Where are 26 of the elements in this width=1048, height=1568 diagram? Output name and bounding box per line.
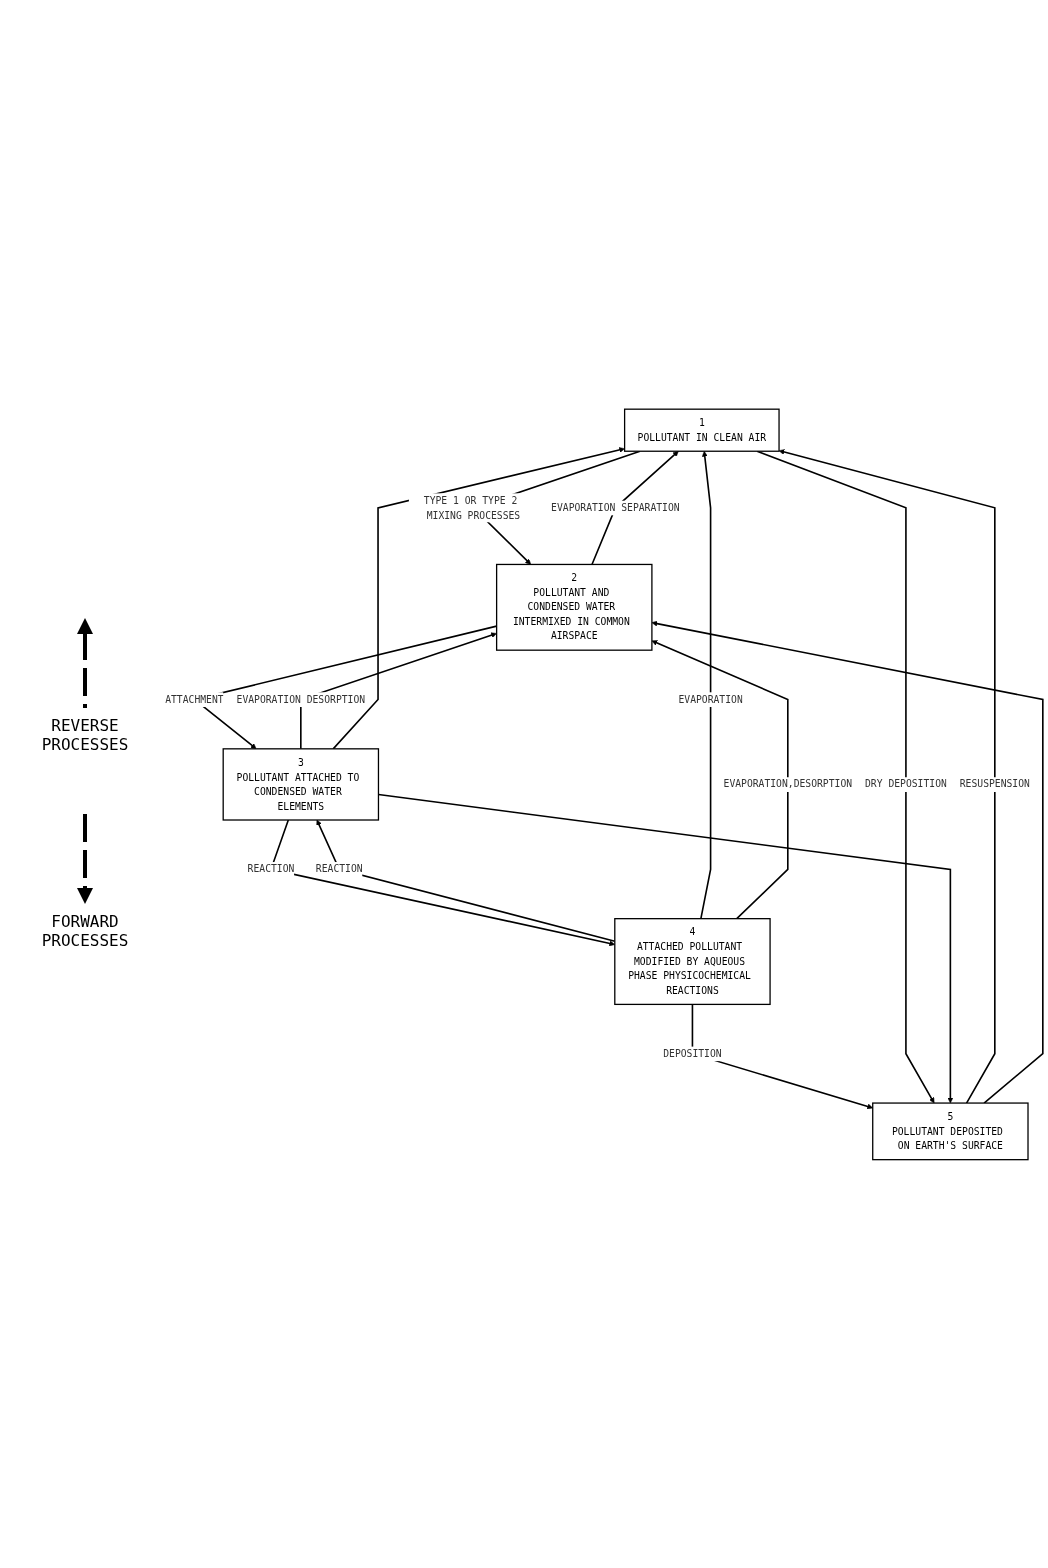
edge-label: DEPOSITION	[663, 1047, 722, 1059]
arrow	[700, 450, 712, 920]
node-box: 1 POLLUTANT IN CLEAN AIR	[623, 408, 780, 452]
arrow	[591, 450, 679, 565]
edge-label: EVAPORATION,DESORPTION	[723, 778, 853, 790]
edge-label: EVAPORATION SEPARATION	[551, 501, 680, 514]
edge-label: RESUSPENSION	[959, 778, 1030, 790]
node-box: 5 POLLUTANT DEPOSITED ON EARTH'S SURFACE	[872, 1102, 1029, 1160]
edge-label: REACTION	[315, 862, 363, 875]
node-box: 4 ATTACHED POLLUTANT MODIFIED BY AQUEOUS PHASE PHYSICOCHEMICAL REACTIONS	[614, 917, 771, 1005]
arrow	[756, 450, 935, 1103]
edge-label: TYPE 1 OR TYPE 2 MIXING PROCESSES	[423, 494, 521, 521]
node-box: 2 POLLUTANT AND CONDENSED WATER INTERMIXED IN COMMON AIRSPACE	[496, 563, 653, 651]
edge-label: ATTACHMENT	[165, 693, 224, 705]
node-box: 3 POLLUTANT ATTACHED TO CONDENSED WATER ELEMENTS	[222, 747, 380, 821]
edge-label: EVAPORATION	[678, 693, 743, 705]
edge-label: DRY DEPOSITION	[865, 778, 947, 790]
arrow	[778, 448, 996, 1104]
arrow	[651, 639, 789, 920]
legend-text: REVERSE PROCESSES	[40, 716, 130, 754]
arrow	[300, 632, 497, 750]
arrow	[332, 446, 625, 750]
arrow	[651, 620, 1044, 1104]
legend-text: FORWARD PROCESSES	[40, 912, 130, 950]
edge-label: EVAPORATION DESORPTION	[236, 693, 366, 705]
edge-label: REACTION	[247, 862, 295, 875]
